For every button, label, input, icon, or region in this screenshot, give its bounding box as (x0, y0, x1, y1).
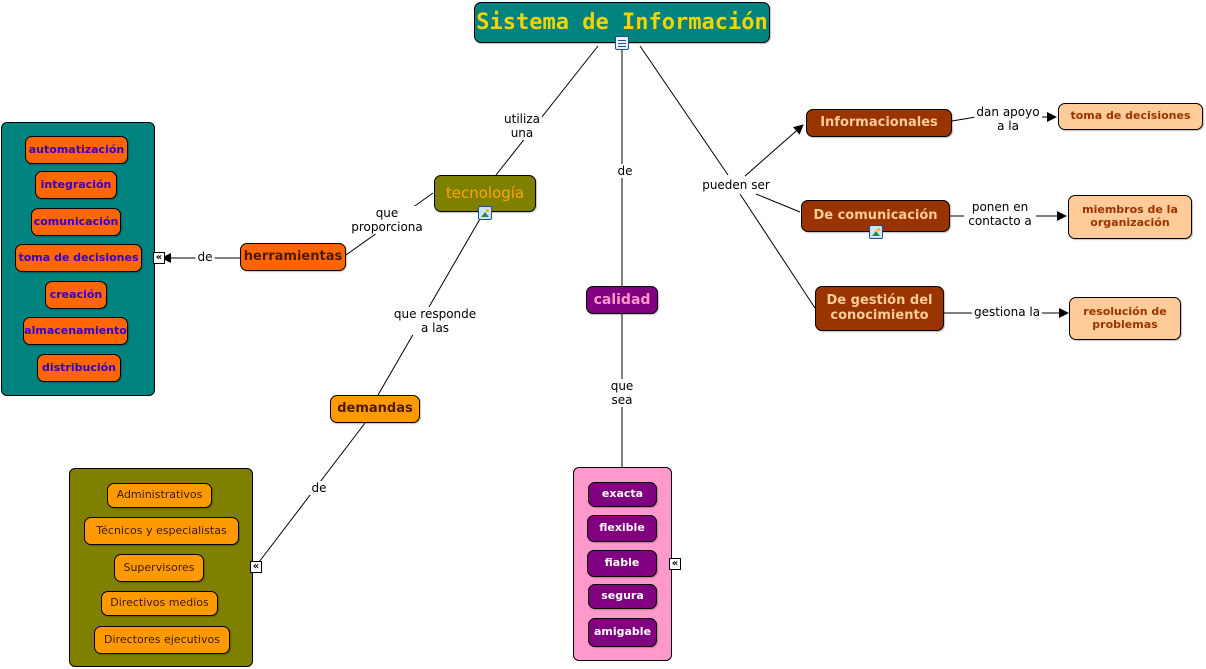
label-que-sea: que sea (608, 379, 636, 407)
calidad-panel: exacta flexible fiable segura amigable (573, 467, 672, 661)
label-que-proporciona: que proporciona (349, 206, 425, 234)
de-comunicacion-node[interactable]: De comunicación (801, 200, 950, 232)
herramienta-item[interactable]: integración (35, 171, 117, 199)
label-gestiona-la: gestiona la (971, 305, 1043, 319)
calidad-text: calidad (593, 291, 651, 308)
label-de-calidad: de (615, 164, 635, 178)
link-title-pueden-ser (639, 45, 729, 176)
demanda-item[interactable]: Directivos medios (101, 591, 218, 616)
toma-decisiones-node[interactable]: toma de decisiones (1058, 103, 1203, 130)
herramienta-item[interactable]: toma de decisiones (15, 244, 142, 272)
link-info-toma (951, 116, 977, 122)
calidad-node[interactable]: calidad (586, 286, 658, 314)
label-dan-apoyo: dan apoyo a la (974, 105, 1042, 133)
herramienta-item[interactable]: distribución (37, 354, 121, 382)
tecnologia-text: tecnología (445, 183, 525, 202)
calidad-item[interactable]: segura (588, 584, 657, 609)
label-pueden-ser: pueden ser (700, 178, 772, 192)
herramienta-item[interactable]: automatización (25, 136, 128, 164)
link-pueden-informacionales (744, 124, 804, 177)
label-utiliza-una: utiliza una (502, 112, 542, 140)
tecnologia-node[interactable]: tecnología (434, 175, 536, 212)
herramientas-panel: automatización integración comunicación tom… (1, 122, 155, 396)
herramienta-item[interactable]: creación (45, 281, 107, 309)
label-ponen-en-contacto: ponen en contacto a (966, 200, 1034, 228)
calidad-item[interactable]: flexible (587, 515, 657, 542)
link-title-tecnologia (495, 45, 599, 176)
calidad-item[interactable]: exacta (588, 482, 657, 507)
demanda-item[interactable]: Técnicos y especialistas (84, 517, 239, 545)
document-icon[interactable] (615, 36, 629, 50)
link-pueden-comunicacion (755, 193, 801, 213)
demanda-item[interactable]: Directores ejecutivos (94, 626, 230, 654)
label-de-herramientas: de (195, 250, 215, 264)
informacionales-node[interactable]: Informacionales (806, 109, 952, 137)
miembros-text: miembros de la organización (1082, 203, 1178, 229)
demandas-node[interactable]: demandas (330, 395, 420, 423)
resolucion-node[interactable]: resolución de problemas (1069, 297, 1181, 340)
expand-icon-calidad[interactable]: « (669, 558, 681, 570)
image-icon-comunicacion[interactable] (869, 225, 883, 239)
link-pueden-gestion (739, 193, 816, 309)
calidad-item[interactable]: fiable (587, 550, 657, 577)
demandas-text: demandas (337, 400, 413, 416)
demanda-item[interactable]: Administrativos (107, 483, 212, 508)
demanda-item[interactable]: Supervisores (114, 554, 204, 582)
resolucion-text: resolución de problemas (1083, 304, 1167, 331)
miembros-node[interactable]: miembros de la organización (1068, 195, 1192, 239)
informacionales-text: Informacionales (820, 114, 938, 130)
link-tecnologia-demandas (377, 211, 485, 396)
de-gestion-text: De gestión del conocimiento (826, 292, 933, 323)
label-que-responde: que responde a las (391, 307, 479, 335)
herramientas-text: herramientas (243, 248, 343, 264)
expand-icon-demandas[interactable]: « (250, 561, 262, 573)
title-text: Sistema de Información (476, 9, 768, 35)
de-gestion-node[interactable]: De gestión del conocimiento (815, 286, 944, 331)
expand-icon-herramientas[interactable]: « (153, 252, 165, 264)
herramienta-item[interactable]: almacenamiento (23, 317, 128, 345)
herramienta-item[interactable]: comunicación (31, 208, 121, 236)
herramientas-node[interactable]: herramientas (240, 243, 346, 271)
calidad-item[interactable]: amigable (588, 618, 657, 647)
label-de-demandas: de (309, 481, 329, 495)
toma-decisiones-text: toma de decisiones (1070, 109, 1191, 123)
de-comunicacion-text: De comunicación (813, 207, 938, 223)
image-icon[interactable] (478, 206, 492, 220)
